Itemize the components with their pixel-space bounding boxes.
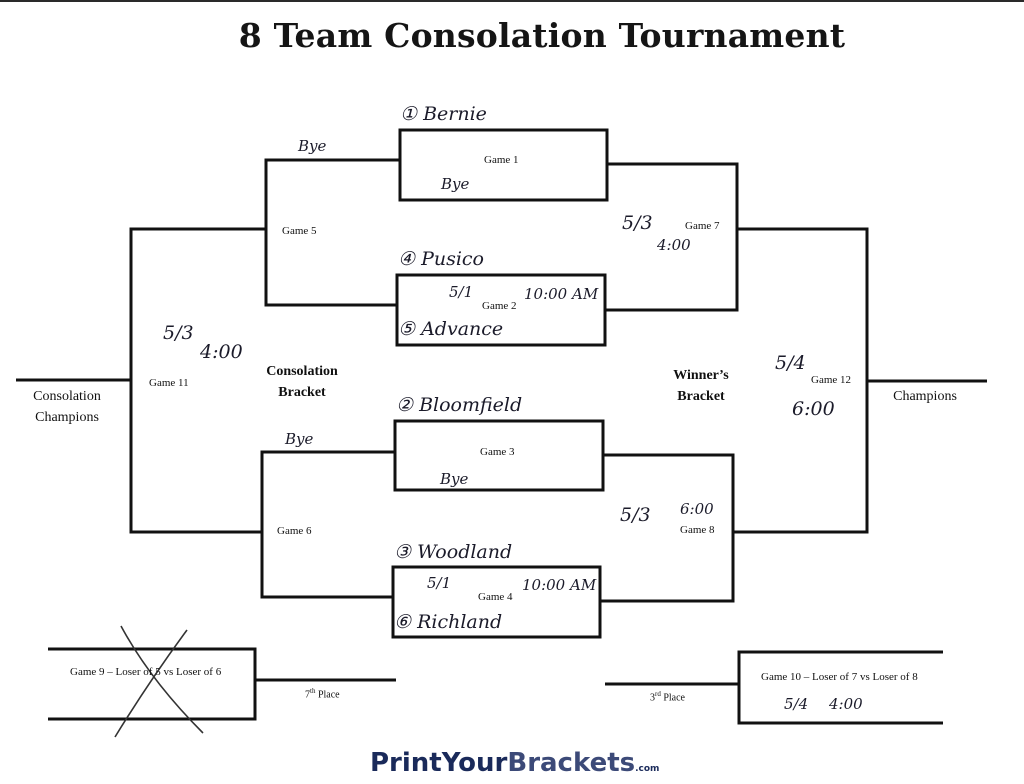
game11-label: Game 11 [149,377,189,389]
logo-part3: .com [635,764,660,774]
printyourbrackets-logo: PrintYourBrackets.com [370,748,659,784]
game11-time: 4:00 [200,341,243,363]
game8-bracket [600,453,735,603]
game6-bracket [260,450,395,599]
consolation-bracket-line2: Bracket [278,385,326,400]
game8-date: 5/3 [620,504,651,526]
game10-date: 5/4 [784,695,809,713]
winners-bracket-line2: Bracket [677,389,725,404]
game7-label: Game 7 [685,220,720,232]
game11-date: 5/3 [163,322,194,344]
game2-label: Game 2 [482,300,517,312]
game1-label: Game 1 [484,154,519,166]
team-pusico: ④ Pusico [398,248,485,270]
winners-bracket-label: Winner’s Bracket [656,365,746,407]
team-bernie: ① Bernie [400,103,487,125]
consolation-champions-label: Consolation Champions [14,386,120,428]
game5-bye: Bye [298,137,327,155]
team-richland: ⑥ Richland [394,611,503,633]
game12-label: Game 12 [811,374,852,386]
winners-bracket-line1: Winner’s [673,368,729,383]
consolation-bracket-line1: Consolation [266,364,338,379]
team-bloomfield: ② Bloomfield [396,394,523,416]
game7-date: 5/3 [622,212,653,234]
game12-date: 5/4 [775,352,806,374]
game3-label: Game 3 [480,446,515,458]
logo-part2: Brackets [507,748,636,778]
game1-bye: Bye [441,175,470,193]
top-border [0,0,1024,2]
seventh-place-label: 7th Place [305,687,340,701]
game10-box [737,650,943,725]
game9-box [48,647,257,721]
game8-time: 6:00 [680,500,714,518]
game6-bye: Bye [285,430,314,448]
game10-time: 4:00 [829,695,863,713]
game4-time: 10:00 AM [522,576,597,594]
game6-label: Game 6 [277,525,312,537]
game3-bye: Bye [440,470,469,488]
team-advance: ⑤ Advance [398,318,504,340]
game12-time: 6:00 [792,398,835,420]
page-title: 8 Team Consolation Tournament [238,16,846,55]
cancel-x-mark [114,625,204,738]
game2-time: 10:00 AM [524,285,599,303]
game5-label: Game 5 [282,225,317,237]
game4-label: Game 4 [478,591,513,603]
consolation-champions-line2: Champions [35,410,99,425]
consolation-champions-line1: Consolation [33,389,101,404]
logo-part1: PrintYour [370,748,508,778]
champions-label: Champions [893,389,957,404]
game8-label: Game 8 [680,524,715,536]
game7-bracket [605,162,739,312]
game2-date: 5/1 [449,283,474,301]
game9-label: Game 9 – Loser of 5 vs Loser of 6 [70,666,222,678]
team-woodland: ③ Woodland [394,541,513,563]
game5-bracket [264,158,400,307]
third-place-label: 3rd Place [650,690,685,704]
consolation-bracket-label: Consolation Bracket [252,361,352,403]
game4-date: 5/1 [427,574,452,592]
game10-label: Game 10 – Loser of 7 vs Loser of 8 [761,671,918,683]
game7-time: 4:00 [657,236,691,254]
